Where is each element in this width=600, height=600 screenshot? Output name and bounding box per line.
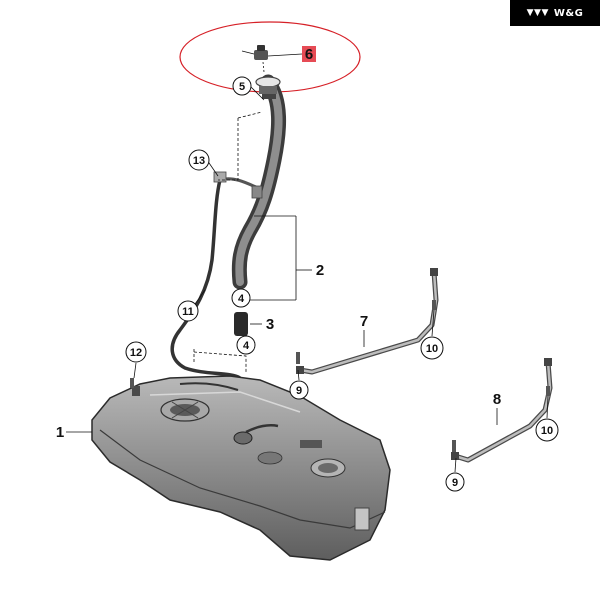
svg-text:4: 4 [243,340,250,352]
callout-9-right[interactable]: 9 [445,472,465,492]
callout-8[interactable]: 8 [493,391,501,408]
breather-pipe[interactable] [170,179,241,380]
fuel-cap-part[interactable] [241,45,303,73]
brand-badge-text: W&G [553,7,584,19]
leader-lines [66,85,549,473]
bolts [130,300,550,452]
filler-neck-part[interactable] [231,74,287,290]
callout-7[interactable]: 7 [360,313,368,330]
svg-text:4: 4 [238,293,245,305]
callout-9-left[interactable]: 9 [289,380,309,400]
callout-1[interactable]: 1 [56,424,64,441]
callout-6[interactable]: 6 [302,46,316,63]
brand-logo-icon: ▼▼▼ [526,8,549,18]
svg-text:13: 13 [193,155,205,167]
svg-text:11: 11 [182,306,194,318]
callout-10-upper[interactable]: 10 [420,336,444,360]
brand-badge: ▼▼▼ W&G [510,0,600,26]
callout-10-lower[interactable]: 10 [535,418,559,442]
svg-text:12: 12 [130,347,142,359]
svg-text:9: 9 [452,477,458,489]
callout-12[interactable]: 12 [125,341,147,363]
callout-4-lower[interactable]: 4 [236,335,256,355]
callout-4-upper[interactable]: 4 [231,288,251,308]
callout-3[interactable]: 3 [266,316,274,333]
callout-2[interactable]: 2 [316,262,324,279]
svg-text:6: 6 [305,46,313,63]
callout-13[interactable]: 13 [188,149,210,171]
fuel-tank-part[interactable] [91,375,391,561]
callout-5[interactable]: 5 [232,76,252,96]
callout-11[interactable]: 11 [177,300,199,322]
svg-text:10: 10 [426,343,438,355]
strap-8-part[interactable] [451,358,553,463]
svg-text:5: 5 [239,81,245,93]
svg-text:9: 9 [296,385,302,397]
svg-text:10: 10 [541,425,553,437]
hose-sleeve-part[interactable] [234,312,248,336]
dashed-leaders [193,111,263,372]
strap-7-part[interactable] [296,268,439,375]
